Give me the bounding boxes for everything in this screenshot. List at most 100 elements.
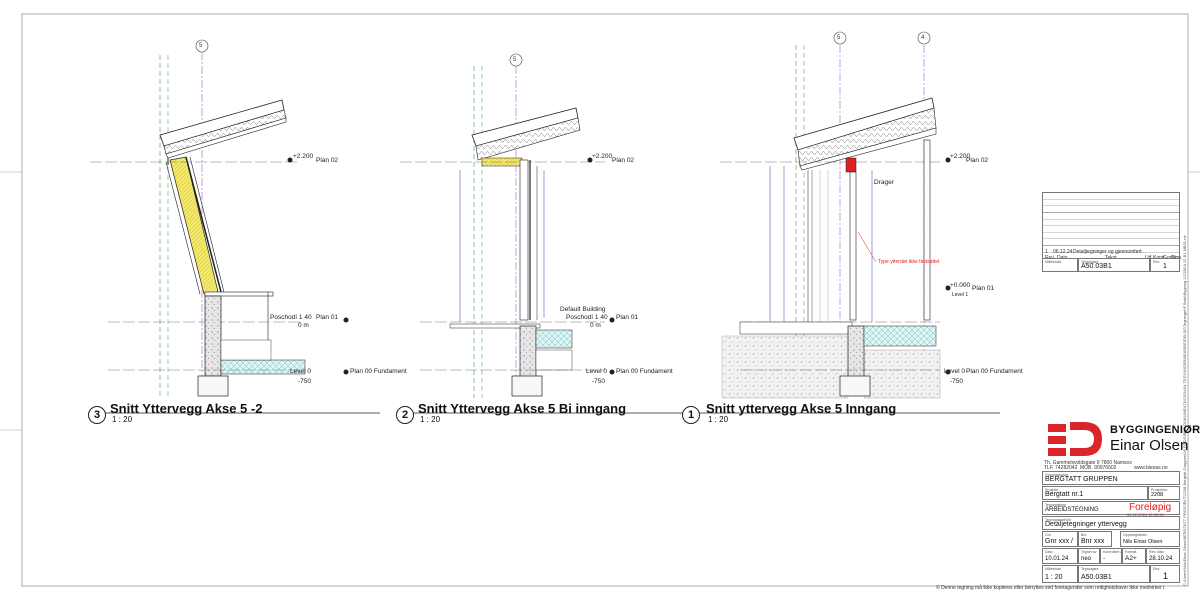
cell-caption: Prosjektnr. — [1151, 488, 1168, 492]
company-web: www.bieoas.no — [1134, 465, 1168, 471]
level-name: Plan 01 — [616, 314, 639, 321]
level-elev: Level 0 — [290, 368, 311, 375]
grid-label: 5 — [513, 57, 517, 63]
tb-bnr: Bnr Bnr xxx — [1078, 531, 1112, 547]
section-number: 3 — [88, 406, 106, 424]
section-1-drawing — [720, 45, 941, 399]
tb-rev: Rev. 1 — [1150, 565, 1180, 583]
tb-client: Oppdragsgiver BERGTATT GRUPPEN — [1042, 471, 1180, 485]
level-name: Plan 02 — [316, 157, 339, 164]
level-sub: Level 1 — [952, 292, 969, 298]
level-sub: -750 — [298, 378, 312, 385]
cell-value: 10.01.24 — [1045, 556, 1069, 562]
cell-value: neo — [1081, 556, 1092, 562]
cell-value: 2208 — [1151, 492, 1164, 498]
revtable-drawno-cell: Tegningsnr. A50.03B1 — [1078, 258, 1150, 272]
logo-line1: BYGGINGENIØR — [1110, 424, 1200, 436]
cell-value: 28.10.24 — [1149, 556, 1173, 562]
section-2-drawing — [400, 66, 605, 398]
cell-caption: Gnr — [1045, 533, 1051, 537]
cell-value: BERGTATT GRUPPEN — [1045, 476, 1118, 483]
tb-designer: Oppdragsleder Nils Einar Olsen — [1120, 531, 1180, 547]
cell-caption: Oppdragsgiver — [1045, 473, 1069, 477]
revision-date: 06.12.24 — [1053, 249, 1073, 255]
level-name: Plan 02 — [612, 157, 635, 164]
annotation-drager: Drager — [874, 179, 894, 186]
revtable-rev-cell: Rev. 1 — [1150, 258, 1180, 272]
tb-scale: Målestokk 1 : 20 — [1042, 565, 1078, 583]
level-name: Plan 02 — [966, 157, 989, 164]
status-time: 06.12.2024 12:40:34 — [1127, 512, 1164, 517]
section-scale: 1 : 20 — [112, 415, 133, 424]
tb-project: Prosjekt Bergtatt nr.1 — [1042, 486, 1148, 500]
cell-value: 1 — [1163, 263, 1167, 270]
section-title: Snitt yttervegg Akse 5 Inngang — [706, 401, 897, 416]
grid-label: 4 — [921, 35, 925, 41]
cell-caption: Prosjekt — [1045, 488, 1058, 492]
file-path: C:\Users\Nils\Einar Olsen\BERGTATT PROSJ… — [1182, 235, 1187, 586]
revision-rev: 1 — [1045, 249, 1048, 255]
tb-rev-date: Rev. dato 28.10.24 — [1146, 548, 1180, 564]
cell-caption: Målestokk — [1045, 260, 1062, 264]
cell-caption: Tegningsinnhold — [1045, 518, 1071, 522]
level-elev: +2.200 — [592, 153, 613, 160]
cell-value: Detaljetegninger yttervegg — [1045, 521, 1127, 528]
level-sub: 0 m — [590, 322, 601, 329]
cell-value: A50.03B1 — [1081, 263, 1112, 270]
revtable-scale-cell: Målestokk — [1042, 258, 1078, 272]
tb-project-no: Prosjektnr. 2208 — [1148, 486, 1180, 500]
section-scale: 1 : 20 — [708, 415, 729, 424]
section-title: Snitt Yttervegg Akse 5 -2 — [110, 401, 263, 416]
section-scale: 1 : 20 — [420, 415, 441, 424]
cell-value: 1 : 20 — [1045, 574, 1063, 581]
cell-caption: Oppdragsleder — [1123, 533, 1147, 537]
company-logo-icon — [1048, 422, 1102, 456]
level-elev: Level 0 — [586, 368, 607, 375]
cell-caption: Rev. — [1153, 567, 1161, 571]
level-name: Plan 00 Fundament — [616, 368, 673, 375]
cell-value: ARBEIDSTEGNING — [1045, 507, 1099, 513]
tb-checked-by: Kontrollert av - — [1100, 548, 1124, 564]
level-elev: +2.200 — [293, 153, 314, 160]
section-number: 1 — [682, 406, 700, 424]
cell-caption: Tegningstype — [1045, 503, 1067, 507]
status-label: Foreløpig — [1129, 502, 1172, 513]
tb-content: Tegningsinnhold Detaljetegninger ytterve… — [1042, 516, 1180, 530]
tb-date: Dato 10.01.24 — [1042, 548, 1078, 564]
cell-caption: Tegnet av — [1081, 550, 1097, 554]
section-3-drawing — [90, 52, 306, 398]
cell-caption: Rev. dato — [1149, 550, 1165, 554]
level-name: Plan 00 Fundament — [350, 368, 407, 375]
level-elev: +0.000 — [950, 282, 971, 289]
cell-caption: Format — [1125, 550, 1137, 554]
level-elev: +2.200 — [950, 153, 971, 160]
level-elev: Level 0 — [944, 368, 965, 375]
cell-value: A50.03B1 — [1081, 574, 1112, 581]
cell-caption: Rev. — [1153, 260, 1161, 264]
cell-value: Bergtatt nr.1 — [1045, 491, 1084, 498]
grid-label: 5 — [837, 35, 841, 41]
cell-caption: Målestokk — [1045, 567, 1062, 571]
level-elev: Poschodí 1 40 — [270, 314, 312, 321]
tb-drawn-by: Tegnet av neo — [1078, 548, 1100, 564]
cell-value: Gnr xxx / — [1045, 538, 1074, 545]
tb-drawing-no: Tegningsnr. A50.03B1 — [1078, 565, 1150, 583]
section-number: 2 — [396, 406, 414, 424]
cell-value: 1 — [1163, 571, 1169, 581]
level-sub: -750 — [592, 378, 606, 385]
company-address: Th. Gammelsvoldsgate 9 7800 Namsos — [1044, 460, 1132, 466]
cell-value: - — [1103, 556, 1105, 562]
company-mobile: MOB. 90976602 — [1080, 465, 1117, 471]
level-sub: 0 m — [298, 322, 309, 329]
tb-gnr: Gnr Gnr xxx / — [1042, 531, 1078, 547]
cell-caption: Bnr — [1081, 533, 1087, 537]
cell-value: Nils Einar Olsen — [1123, 539, 1163, 545]
level-name: Plan 01 — [972, 285, 995, 292]
cell-value: Bnr xxx — [1081, 538, 1105, 545]
cell-caption: Dato — [1045, 550, 1053, 554]
copyright-notice: © Denne tegning må ikke kopieres eller b… — [936, 585, 1166, 591]
tb-drawing-type: Tegningstype ARBEIDSTEGNING Foreløpig 06… — [1042, 501, 1180, 517]
cell-caption: Tegningsnr. — [1081, 567, 1100, 571]
